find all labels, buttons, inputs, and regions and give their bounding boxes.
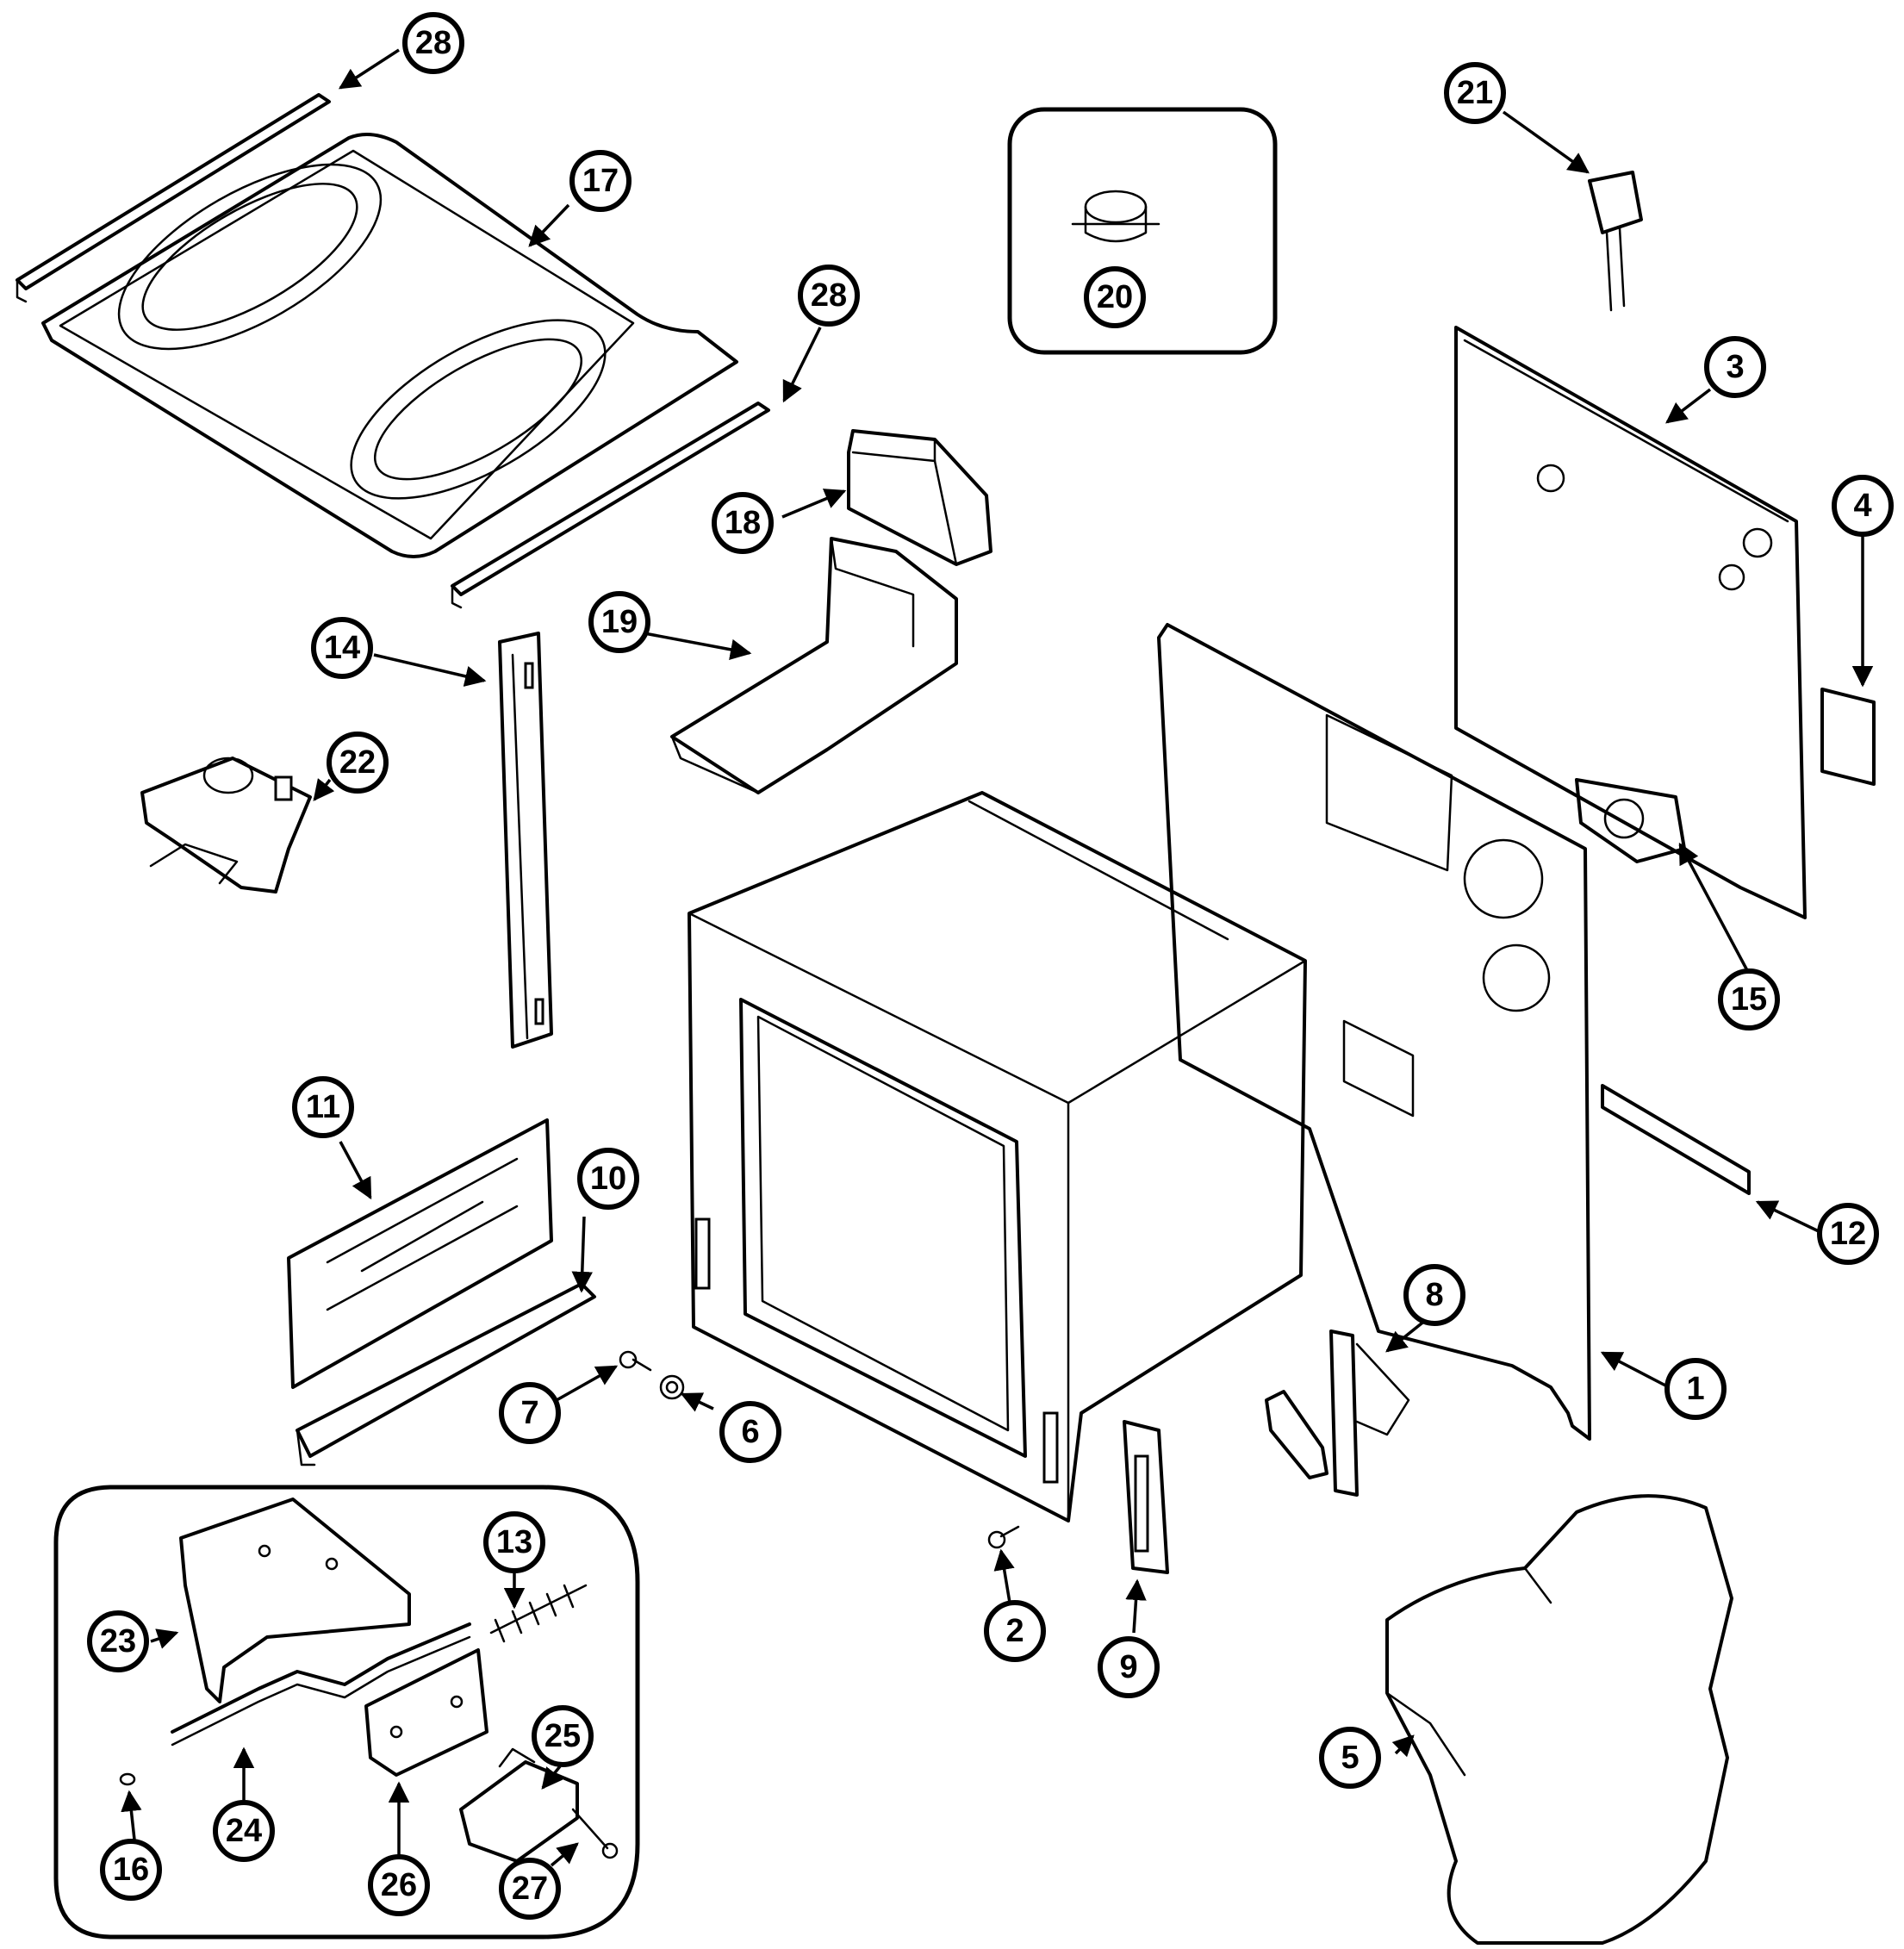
bottom-rail-part xyxy=(296,1282,596,1466)
screw-part-27 xyxy=(571,1808,619,1859)
switch-part xyxy=(1588,171,1643,312)
callout-27: 27 xyxy=(499,1858,561,1920)
inset-box-thermostat xyxy=(1007,107,1278,355)
callout-2: 2 xyxy=(984,1600,1046,1662)
svg-text:25: 25 xyxy=(544,1718,581,1754)
svg-text:23: 23 xyxy=(100,1623,136,1659)
callout-15: 15 xyxy=(1718,968,1780,1031)
svg-text:10: 10 xyxy=(590,1161,626,1197)
trim-strip-part-middle xyxy=(451,402,770,609)
callout-24: 24 xyxy=(213,1800,275,1862)
svg-text:21: 21 xyxy=(1457,75,1493,111)
clip-part-16 xyxy=(119,1772,136,1786)
spring-part-13 xyxy=(489,1584,588,1643)
thermostat-part xyxy=(1071,190,1160,243)
callout-11: 11 xyxy=(292,1076,354,1138)
svg-text:20: 20 xyxy=(1097,279,1133,315)
svg-text:28: 28 xyxy=(415,25,451,61)
callout-19: 19 xyxy=(588,591,650,653)
svg-text:15: 15 xyxy=(1731,981,1767,1018)
lower-rail-part xyxy=(1601,1084,1751,1195)
callout-6: 6 xyxy=(719,1401,781,1463)
plug-part-6 xyxy=(659,1374,685,1400)
callout-17: 17 xyxy=(569,150,632,212)
duct-part xyxy=(670,537,958,794)
vent-box-part xyxy=(847,429,992,566)
screw-part-7 xyxy=(619,1350,652,1372)
panel-part xyxy=(287,1118,553,1389)
callout-21: 21 xyxy=(1444,62,1506,124)
svg-text:4: 4 xyxy=(1853,488,1871,524)
cover-plate-part xyxy=(1820,688,1876,786)
svg-text:9: 9 xyxy=(1119,1649,1137,1685)
callout-5: 5 xyxy=(1319,1727,1381,1789)
callout-18: 18 xyxy=(712,492,774,554)
side-rail-part xyxy=(498,632,553,1049)
svg-text:22: 22 xyxy=(339,744,376,781)
svg-text:19: 19 xyxy=(601,604,638,640)
callout-22: 22 xyxy=(327,732,389,794)
svg-text:3: 3 xyxy=(1726,349,1744,385)
callout-14: 14 xyxy=(311,617,373,679)
callout-9: 9 xyxy=(1098,1636,1160,1698)
callout-8: 8 xyxy=(1403,1264,1465,1326)
callout-12: 12 xyxy=(1817,1203,1879,1265)
callout-25: 25 xyxy=(532,1705,594,1767)
svg-text:8: 8 xyxy=(1425,1277,1443,1313)
callout-28b: 28 xyxy=(798,265,860,327)
svg-text:13: 13 xyxy=(496,1524,532,1560)
callout-7: 7 xyxy=(499,1382,561,1444)
side-panel-part xyxy=(1157,623,1591,1441)
callout-20: 20 xyxy=(1084,266,1146,328)
oven-cavity-part xyxy=(688,791,1307,1522)
lock-bracket-part-23 xyxy=(179,1498,411,1703)
svg-text:11: 11 xyxy=(306,1089,340,1125)
lock-switch-part-25 xyxy=(459,1747,579,1863)
rear-panel-part xyxy=(1454,326,1807,919)
callout-23: 23 xyxy=(87,1610,149,1672)
callout-13: 13 xyxy=(483,1511,545,1573)
callout-3: 3 xyxy=(1704,336,1766,398)
bracket-assembly-part xyxy=(140,757,312,894)
inset-box-door-lock xyxy=(53,1485,640,1940)
svg-text:6: 6 xyxy=(741,1414,759,1450)
svg-text:14: 14 xyxy=(324,630,360,666)
callout-1: 1 xyxy=(1664,1358,1727,1420)
insulation-blanket-part xyxy=(1385,1494,1733,1945)
callout-10: 10 xyxy=(577,1148,639,1210)
cooktop-pan-part xyxy=(41,133,738,558)
svg-text:1: 1 xyxy=(1686,1371,1704,1407)
svg-text:28: 28 xyxy=(811,277,847,314)
svg-text:26: 26 xyxy=(381,1867,417,1903)
lock-rod-part-24 xyxy=(171,1622,471,1747)
leader-lines xyxy=(121,48,1874,1867)
fan-motor-part xyxy=(1575,778,1686,863)
screw-part-2 xyxy=(987,1525,1020,1549)
svg-text:12: 12 xyxy=(1830,1216,1866,1252)
svg-text:16: 16 xyxy=(113,1852,149,1888)
svg-text:18: 18 xyxy=(725,505,761,541)
lock-plate-part-26 xyxy=(364,1648,488,1777)
svg-text:5: 5 xyxy=(1341,1740,1359,1776)
callout-16: 16 xyxy=(100,1839,162,1901)
trim-strip-part-top xyxy=(16,93,331,303)
svg-text:2: 2 xyxy=(1005,1613,1024,1649)
svg-text:24: 24 xyxy=(226,1813,262,1849)
hinge-receptacle-part xyxy=(1123,1420,1169,1574)
callout-28a: 28 xyxy=(402,12,464,74)
callout-26: 26 xyxy=(368,1854,430,1916)
svg-text:27: 27 xyxy=(512,1871,548,1907)
svg-text:17: 17 xyxy=(582,163,619,199)
svg-text:7: 7 xyxy=(520,1395,538,1431)
callout-4: 4 xyxy=(1832,475,1894,537)
hinge-part xyxy=(1265,1329,1410,1497)
